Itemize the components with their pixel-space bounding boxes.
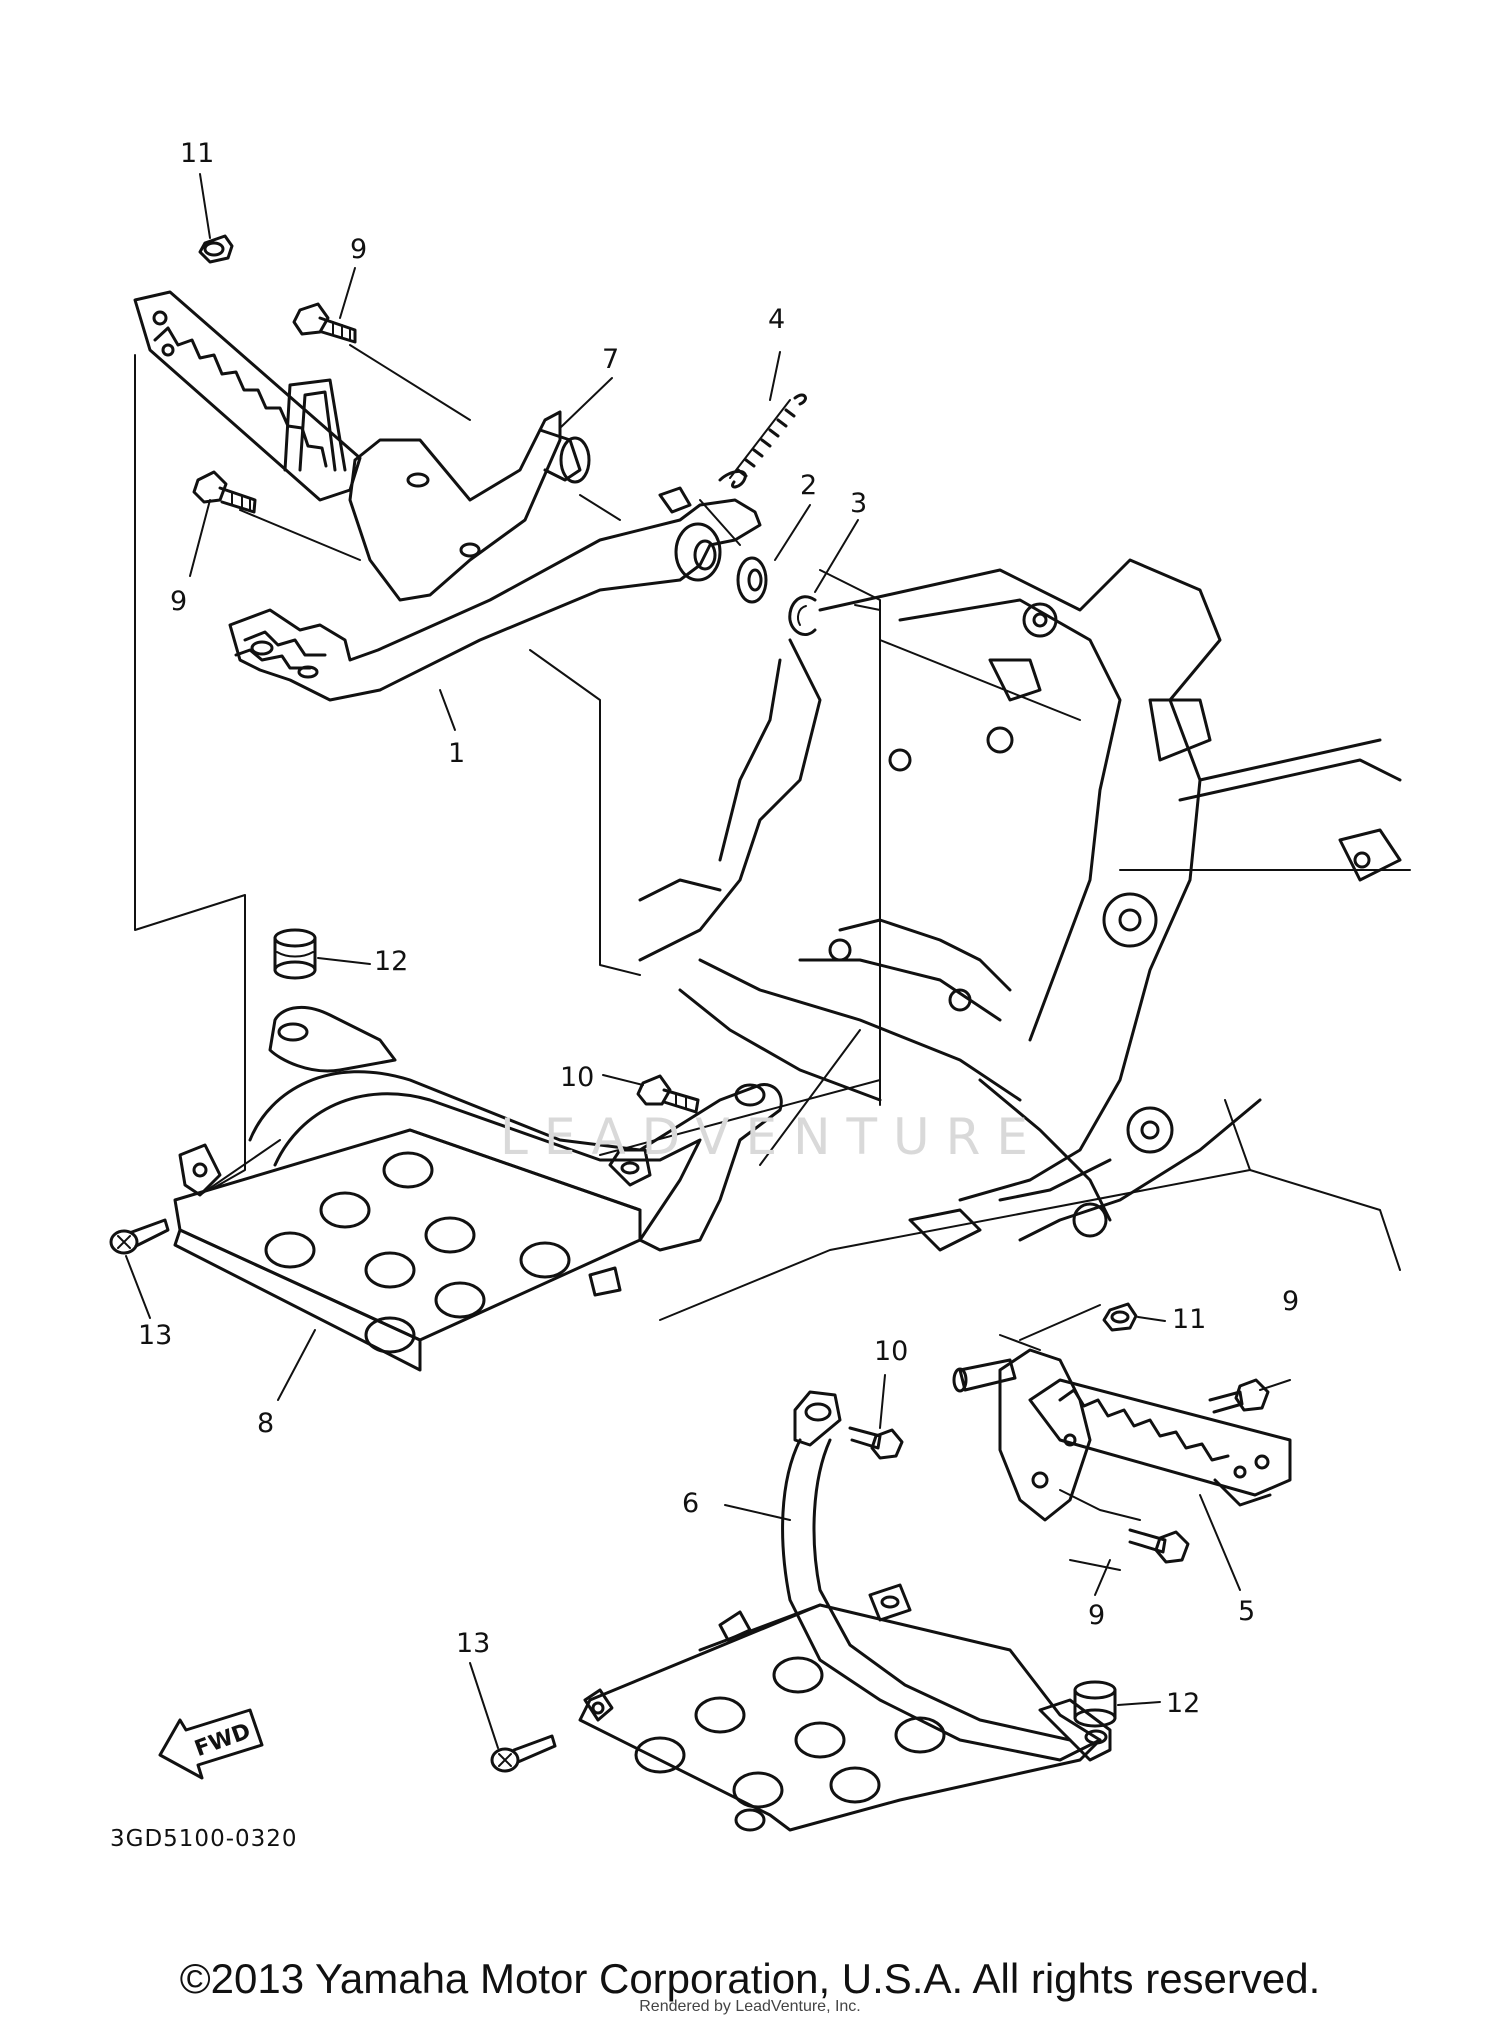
watermark: LEADVENTURE xyxy=(500,1108,1044,1166)
part-12-grommet-top xyxy=(273,928,317,980)
part-11-nut-right xyxy=(1102,1302,1138,1332)
part-10-bolt-right xyxy=(848,1426,904,1460)
part-1-brake-pedal xyxy=(228,486,762,702)
callout-13-left: 13 xyxy=(138,1320,173,1351)
part-9-bolt-right-top xyxy=(1208,1378,1270,1414)
callout-9-right-top: 9 xyxy=(1282,1286,1300,1317)
part-7-footrest-left xyxy=(133,290,591,602)
callout-2: 2 xyxy=(800,470,818,501)
callout-9-top: 9 xyxy=(350,234,368,265)
part-6-footrest-plate-right xyxy=(578,1390,1112,1832)
part-3-circlip xyxy=(788,595,817,636)
callout-12-right: 12 xyxy=(1166,1688,1201,1719)
callout-4: 4 xyxy=(768,304,786,335)
copyright-notice: ©2013 Yamaha Motor Corporation, U.S.A. A… xyxy=(179,1955,1321,2002)
callout-13-right: 13 xyxy=(456,1628,491,1659)
part-9-bolt-right-bottom xyxy=(1128,1528,1190,1564)
callout-7: 7 xyxy=(602,344,620,375)
part-11-nut-top xyxy=(198,234,234,264)
callout-leaders xyxy=(125,173,1291,1749)
callout-5: 5 xyxy=(1238,1596,1256,1627)
part-2-washer xyxy=(736,556,768,604)
diagram-code: 3GD5100-0320 xyxy=(110,1826,298,1852)
part-4-spring xyxy=(718,393,807,489)
fwd-arrow-icon xyxy=(158,1708,264,1780)
part-13-screw-right xyxy=(490,1734,557,1773)
part-5-footrest-right xyxy=(952,1348,1292,1522)
part-9-bolt-left xyxy=(192,470,257,514)
callout-9-right-bottom: 9 xyxy=(1088,1600,1106,1631)
leader-lines xyxy=(134,344,1411,1571)
callout-12-top: 12 xyxy=(374,946,409,977)
frame xyxy=(638,558,1402,1252)
part-12-grommet-right xyxy=(1073,1680,1117,1728)
part-9-bolt-top xyxy=(292,302,357,344)
callout-11-top: 11 xyxy=(180,138,215,169)
callout-8: 8 xyxy=(257,1408,275,1439)
callout-6: 6 xyxy=(682,1488,700,1519)
callout-11-right: 11 xyxy=(1172,1304,1207,1335)
callout-3: 3 xyxy=(850,488,868,519)
callout-9-left: 9 xyxy=(170,586,188,617)
callout-10-left: 10 xyxy=(560,1062,595,1093)
rendered-by-notice: Rendered by LeadVenture, Inc. xyxy=(639,1998,861,2015)
callout-1: 1 xyxy=(448,738,466,769)
callout-10-right: 10 xyxy=(874,1336,909,1367)
part-10-bolt-left xyxy=(636,1074,700,1114)
part-13-screw-left xyxy=(109,1218,170,1255)
part-8-footrest-plate-left xyxy=(173,1005,783,1372)
